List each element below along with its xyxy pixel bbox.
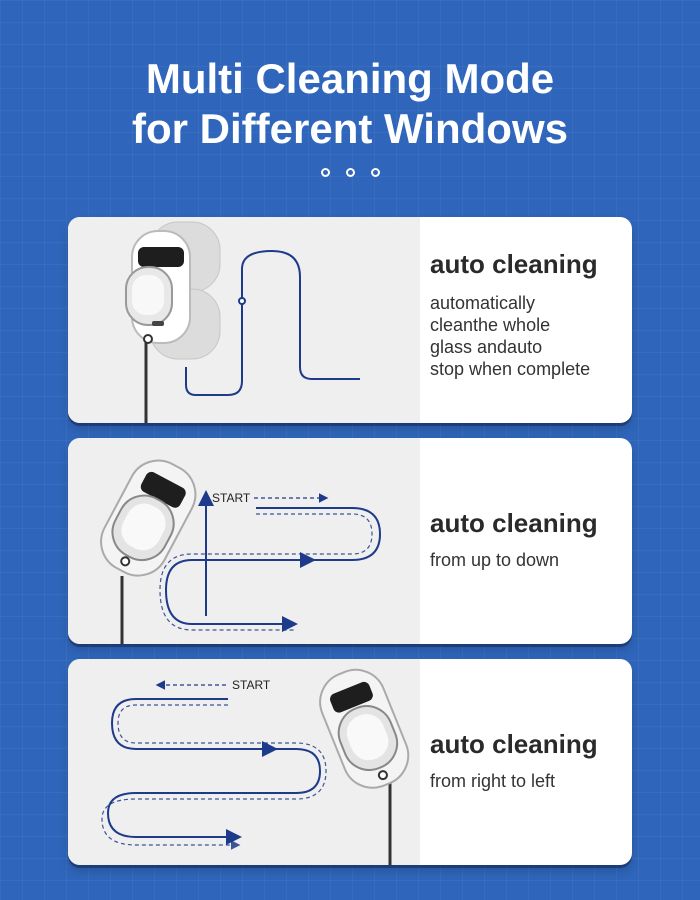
pagination-dot <box>320 168 330 177</box>
mode-heading: auto cleaning <box>430 249 598 279</box>
mode-description: from right to left <box>430 770 555 792</box>
mode-heading: auto cleaning <box>430 508 598 538</box>
mode-description: from up to down <box>430 549 559 571</box>
mode-text: auto cleaning from right to left <box>430 659 626 865</box>
mode-card-right-to-left: START auto cleaning from right to left <box>68 659 632 865</box>
description-line: from up to down <box>430 550 560 570</box>
mode-text: auto cleaning automatically cleanthe who… <box>430 217 626 423</box>
description-line: glass andauto <box>430 337 543 357</box>
robot-illustration: START <box>68 438 420 644</box>
start-label: START <box>232 678 271 692</box>
start-label: START <box>212 491 251 505</box>
description-line: automatically <box>430 293 536 313</box>
mode-text: auto cleaning from up to down <box>430 438 626 644</box>
robot-illustration <box>68 217 420 423</box>
page-title: Multi Cleaning Mode for Different Window… <box>0 54 700 154</box>
pagination-dot <box>345 168 355 177</box>
mode-heading: auto cleaning <box>430 729 598 759</box>
description-line: from right to left <box>430 771 556 791</box>
description-line: stop when complete <box>430 359 591 379</box>
pagination-dot <box>370 168 380 177</box>
title-line-1: Multi Cleaning Mode <box>145 55 555 102</box>
mode-card-up-to-down: START auto cleaning from up to down <box>68 438 632 644</box>
robot-illustration: START <box>68 659 420 865</box>
title-line-2: for Different Windows <box>132 105 568 152</box>
mode-description: automatically cleanthe whole glass andau… <box>430 292 590 380</box>
pagination-dots <box>0 168 700 177</box>
description-line: cleanthe whole <box>430 315 551 335</box>
mode-card-auto-cleaning: auto cleaning automatically cleanthe who… <box>68 217 632 423</box>
